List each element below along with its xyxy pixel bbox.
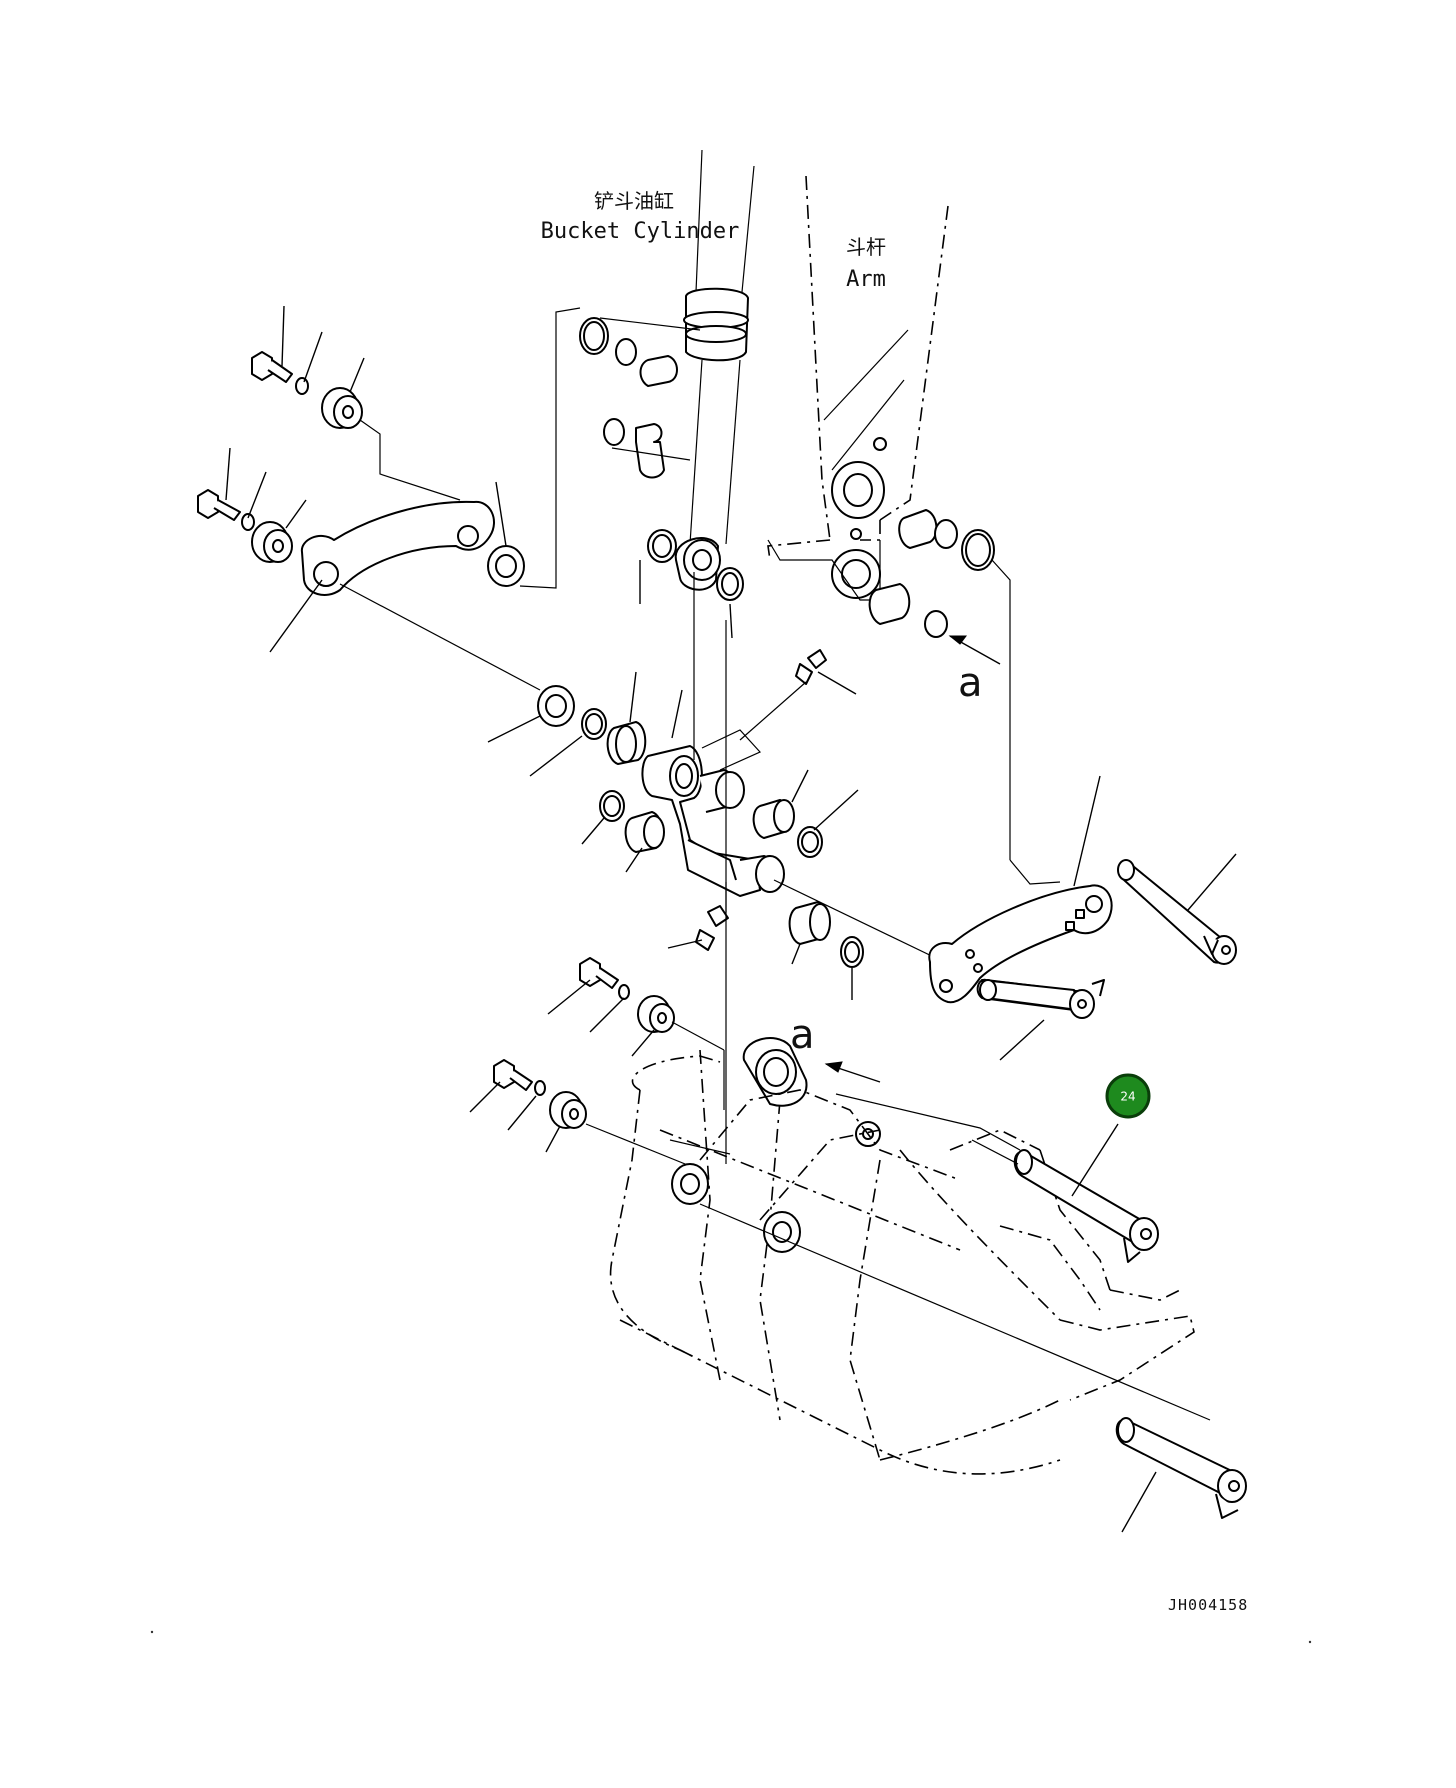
- cap-mid-left: [251, 521, 293, 563]
- grease-fitting-upper: [795, 649, 827, 685]
- pin-middle-right: [976, 978, 1105, 1019]
- cap-lower-2: [549, 1091, 587, 1129]
- corner-marks: [150, 1630, 1312, 1644]
- washer-top-left: [295, 377, 309, 395]
- bolt-top-left: [251, 351, 293, 383]
- bucket-cylinder: [674, 149, 755, 591]
- bolt-lower-1: [579, 957, 619, 989]
- pin-24: [971, 1123, 1159, 1263]
- pin-upper-right: [1117, 859, 1237, 965]
- bolt-lower-2: [493, 1059, 533, 1091]
- cap-lower-1: [637, 995, 675, 1033]
- drawing-code: JH004158: [1168, 1596, 1248, 1614]
- arm-label: Arm: [846, 267, 886, 292]
- bolt-mid-left: [197, 489, 241, 521]
- view-arrow-label-upper: a: [958, 660, 983, 706]
- link-body: [641, 745, 785, 897]
- bucket-cylinder-label-cn: 铲斗油缸: [594, 189, 674, 213]
- bucket-boss-right: [763, 1121, 881, 1253]
- bucket-cylinder-label: Bucket Cylinder: [541, 219, 740, 244]
- left-link: [269, 307, 581, 691]
- view-arrow-label-lower: a: [790, 1012, 815, 1058]
- bucket-outline: [609, 572, 1211, 1475]
- right-link: [928, 775, 1237, 1061]
- callout-number: 24: [1120, 1090, 1135, 1104]
- center-linkage: [487, 649, 941, 1000]
- bushing-center-2: [752, 799, 795, 839]
- pin-bottom: [1115, 1417, 1247, 1533]
- arm-bushings: [868, 509, 1011, 860]
- callout-badge-24[interactable]: 24: [1105, 1073, 1151, 1119]
- cap-top-left: [321, 387, 363, 429]
- upper-cylinder-bushings: [579, 317, 744, 639]
- arm-label-cn: 斗杆: [846, 235, 886, 259]
- shim-left-link: [487, 545, 525, 587]
- bucket-boss-left: [671, 1163, 709, 1205]
- bushing-center-4: [788, 901, 831, 945]
- arm-outline: [767, 175, 949, 601]
- bushing-center-3: [624, 811, 665, 853]
- lower-left-fasteners: [469, 957, 725, 1171]
- bushing-center-1: [606, 721, 647, 765]
- shim-center: [537, 685, 575, 727]
- bucket-boss-upper: [742, 1037, 808, 1107]
- grease-fitting-lower: [695, 905, 729, 951]
- upper-left-fasteners: [197, 305, 461, 563]
